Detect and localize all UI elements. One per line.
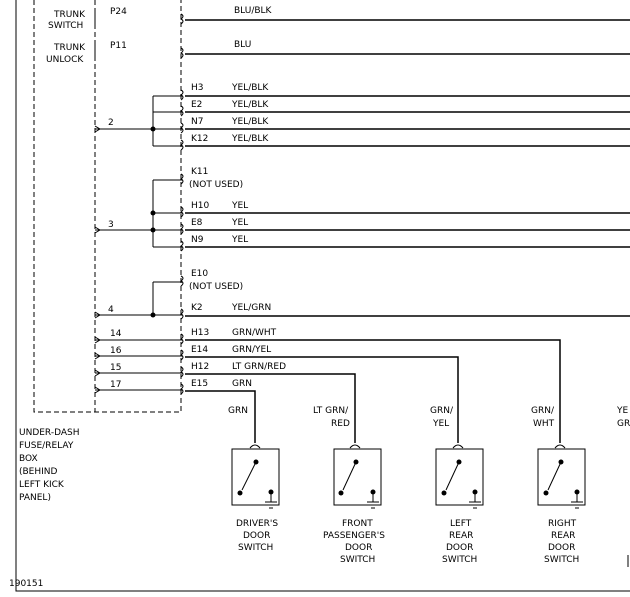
svg-text:BLU: BLU [234,40,251,50]
svg-text:DOOR: DOOR [345,543,372,553]
svg-text:YEL: YEL [231,201,248,211]
svg-text:DOOR: DOOR [548,543,575,553]
svg-text:RED: RED [331,419,350,429]
drivers-door-switch: DRIVER'S DOOR SWITCH [231,444,280,553]
svg-text:SWITCH: SWITCH [544,555,579,565]
svg-text:3: 3 [108,220,114,230]
svg-text:UNDER-DASH: UNDER-DASH [19,428,79,438]
svg-text:H3: H3 [191,83,204,93]
svg-text:N9: N9 [191,235,204,245]
svg-text:LEFT: LEFT [450,519,472,529]
svg-text:(NOT USED): (NOT USED) [189,282,243,292]
left-rear-door-switch: LEFT REAR DOOR SWITCH [435,444,484,565]
svg-text:UNLOCK: UNLOCK [46,55,84,65]
svg-text:SWITCH: SWITCH [340,555,375,565]
circuit-group-2: 2 H3 E2 N7 K12 YEL/BLK YEL/BLK YEL/BLK Y… [94,83,630,151]
svg-text:LEFT KICK: LEFT KICK [19,480,65,490]
svg-text:WHT: WHT [533,419,555,429]
page-border [15,0,630,592]
svg-text:PANEL): PANEL) [19,493,51,503]
svg-text:REAR: REAR [449,531,473,541]
figure-id: 190151 [9,579,43,589]
front-passengers-door-switch: FRONT PASSENGER'S DOOR SWITCH [323,444,385,565]
svg-text:YEL: YEL [432,419,449,429]
svg-text:YEL/BLK: YEL/BLK [231,134,269,144]
svg-text:E14: E14 [191,345,208,355]
circuit-group-4: 4 E10 (NOT USED) K2 YEL/GRN [94,269,630,320]
fuse-box-label: UNDER-DASH FUSE/RELAY BOX (BEHIND LEFT K… [19,428,79,503]
svg-text:GRN/WHT: GRN/WHT [232,328,277,338]
svg-text:DOOR: DOOR [446,543,473,553]
svg-text:E2: E2 [191,100,202,110]
svg-text:GR: GR [617,419,630,429]
fuse-box-outline [33,0,182,413]
cut-off-labels: YE GR [616,406,630,567]
trunk-unlock-circuit: TRUNK UNLOCK P11 BLU [46,40,630,65]
door-circuits: 14 16 15 17 H13 E14 H12 E15 GRN/WHT GRN/… [94,328,561,443]
svg-text:PASSENGER'S: PASSENGER'S [323,531,385,541]
svg-text:(NOT USED): (NOT USED) [189,180,243,190]
svg-text:GRN/YEL: GRN/YEL [232,345,271,355]
trunk-switch-circuit: TRUNK SWITCH P24 BLU/BLK [48,6,630,31]
svg-text:DOOR: DOOR [243,531,270,541]
svg-text:YEL/BLK: YEL/BLK [231,83,269,93]
svg-text:E10: E10 [191,269,208,279]
svg-text:GRN/: GRN/ [531,406,555,416]
switch-wire-labels: GRN LT GRN/ RED GRN/ YEL GRN/ WHT [228,406,555,429]
svg-text:P11: P11 [110,41,127,51]
svg-text:K2: K2 [191,303,203,313]
circuit-group-3: 3 K11 (NOT USED) H10 E8 N9 YEL YEL YEL [94,167,630,252]
svg-text:SWITCH: SWITCH [238,543,273,553]
svg-text:YEL/GRN: YEL/GRN [231,303,271,313]
svg-text:P24: P24 [110,7,127,17]
svg-text:17: 17 [110,380,121,390]
svg-text:BOX: BOX [19,454,38,464]
svg-text:15: 15 [110,363,121,373]
svg-text:14: 14 [110,329,122,339]
svg-text:FRONT: FRONT [342,519,373,529]
svg-text:YEL/BLK: YEL/BLK [231,100,269,110]
svg-text:TRUNK: TRUNK [53,43,86,53]
svg-text:DRIVER'S: DRIVER'S [236,519,278,529]
svg-text:REAR: REAR [551,531,575,541]
svg-text:K11: K11 [191,167,208,177]
svg-text:GRN/: GRN/ [430,406,454,416]
svg-text:H10: H10 [191,201,209,211]
svg-text:H13: H13 [191,328,209,338]
svg-text:YEL: YEL [231,218,248,228]
svg-text:LT GRN/RED: LT GRN/RED [232,362,286,372]
svg-text:YEL: YEL [231,235,248,245]
svg-text:GRN: GRN [228,406,248,416]
svg-text:E8: E8 [191,218,203,228]
svg-text:YE: YE [616,406,628,416]
right-rear-door-switch: RIGHT REAR DOOR SWITCH [537,444,586,565]
svg-text:FUSE/RELAY: FUSE/RELAY [19,441,74,451]
svg-text:16: 16 [110,346,122,356]
svg-text:N7: N7 [191,117,203,127]
svg-text:SWITCH: SWITCH [442,555,477,565]
svg-text:GRN: GRN [232,379,252,389]
svg-text:E15: E15 [191,379,208,389]
svg-text:(BEHIND: (BEHIND [19,467,58,477]
svg-text:K12: K12 [191,134,208,144]
svg-text:2: 2 [108,118,114,128]
svg-text:RIGHT: RIGHT [548,519,577,529]
svg-text:TRUNK: TRUNK [53,10,86,20]
svg-text:BLU/BLK: BLU/BLK [234,6,273,16]
svg-text:SWITCH: SWITCH [48,21,83,31]
svg-text:LT GRN/: LT GRN/ [313,406,349,416]
svg-text:YEL/BLK: YEL/BLK [231,117,269,127]
svg-text:4: 4 [108,305,114,315]
svg-text:H12: H12 [191,362,209,372]
